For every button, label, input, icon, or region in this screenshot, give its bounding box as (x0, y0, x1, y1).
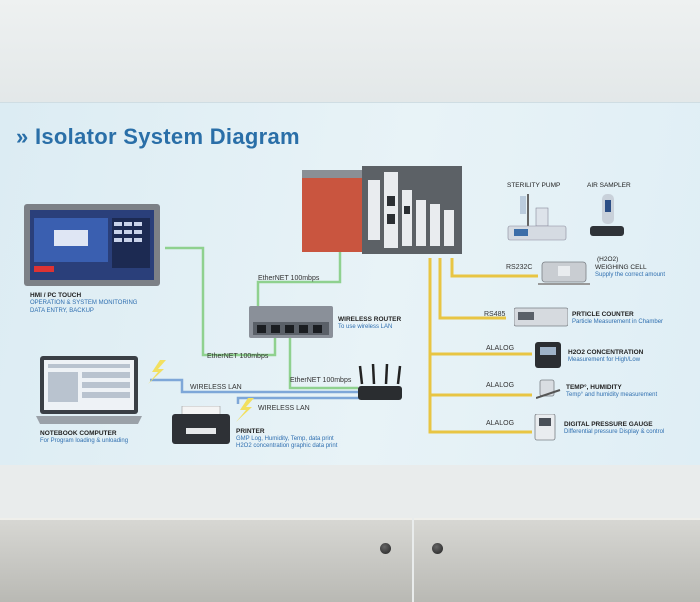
cabinet-knob-left (380, 543, 391, 554)
air-sampler-title: AIR SAMPLER (587, 182, 631, 189)
particle-counter-sub: Particle Measurement in Chamber (572, 319, 664, 325)
ethernet-hmi-line (165, 246, 277, 357)
pressure-gauge-icon (534, 414, 556, 441)
wireless-bolt-icon-2 (236, 398, 254, 422)
notebook-title: NOTEBOOK COMPUTER (40, 430, 117, 437)
wireless-bolt-icon (148, 360, 166, 384)
h2o2-concentration-sub: Measurement for High/Low (568, 357, 641, 363)
sterility-pump-icon (507, 194, 567, 241)
router-switch-icon (249, 306, 333, 338)
notebook-computer-icon (36, 356, 142, 424)
hmi-monitor-icon (24, 204, 160, 286)
cabinet-door-right (414, 518, 700, 602)
analog-h2o2-label: ALALOG (486, 345, 515, 352)
printer-sub1: GMP Log, Humidity, Temp, data print (236, 436, 334, 442)
hmi-sub2: DATA ENTRY, BACKUP (30, 308, 94, 314)
wireless-notebook-line (150, 378, 358, 394)
sterility-pump-title: STERILITY PUMP (507, 182, 561, 189)
title-text: Isolator System Diagram (34, 124, 300, 149)
wifi-router-icon (358, 363, 402, 400)
router-sub: To use wireless LAN (338, 324, 393, 330)
particle-counter-icon (514, 307, 568, 327)
weighing-cell-sub: Supply the correct amount (595, 272, 666, 278)
printer-icon (172, 406, 230, 444)
wireless-printer-line (236, 396, 362, 404)
ethernet-hmi-label: EtherNET 100mbps (207, 353, 269, 360)
weighing-cell-title1: (H2O2) (597, 256, 619, 263)
printer-title: PRINTER (236, 428, 265, 435)
ethernet-wifi-label: EtherNET 100mbps (290, 377, 352, 384)
wireless-printer-label: WIRELESS LAN (258, 405, 310, 412)
h2o2-concentration-title: H2O2 CONCENTRATION (568, 349, 644, 356)
double-chevron-icon: » (16, 124, 29, 149)
printer-sub2: H2O2 concentration graphic data print (236, 443, 338, 449)
rs485-label: RS485 (484, 311, 506, 318)
router-title: WIRELESS ROUTER (338, 316, 402, 323)
bus-rs232-line (450, 258, 538, 278)
pressure-gauge-sub: Differential pressure Display & control (564, 429, 665, 435)
ethernet-wifi-line (288, 338, 358, 390)
hmi-sub1: OPERATION & SYSTEM MONITORING (30, 300, 138, 306)
air-sampler-icon (590, 194, 624, 236)
h2o2-sensor-icon (535, 342, 561, 368)
weighing-cell-icon (538, 261, 590, 285)
weighing-cell-title2: WEIGHING CELL (595, 264, 647, 271)
temp-humidity-title: TEMP°, HUMIDITY (566, 384, 622, 391)
notebook-sub: For Program loading & unloading (40, 438, 129, 444)
cabinet-knob-right (432, 543, 443, 554)
page-title: » Isolator System Diagram (16, 124, 300, 150)
temp-humidity-sub: Temp° and humidity measurement (566, 392, 658, 398)
wall-background (0, 0, 700, 110)
temp-humidity-sensor-icon (536, 379, 561, 399)
bus-main-line (428, 258, 532, 434)
hmi-title: HMI / PC TOUCH (30, 292, 82, 299)
ethernet-plc-label: EtherNET 100mbps (258, 275, 320, 282)
bus-weighing-line (438, 258, 506, 320)
ethernet-plc-line (256, 252, 342, 308)
analog-pressure-label: ALALOG (486, 420, 515, 427)
cabinet-door-left (0, 518, 412, 602)
particle-counter-title: PRTICLE COUNTER (572, 311, 634, 318)
analog-temp-label: ALALOG (486, 382, 515, 389)
pressure-gauge-title: DIGITAL PRESSURE GAUGE (564, 421, 653, 428)
rs232c-label: RS232C (506, 264, 533, 271)
plc-rack-icon (302, 166, 462, 254)
wireless-notebook-label: WIRELESS LAN (190, 384, 242, 391)
